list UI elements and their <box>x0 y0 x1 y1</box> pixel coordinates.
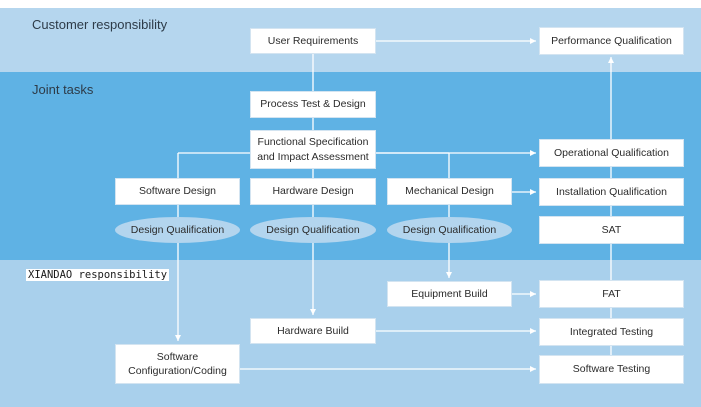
box-software-testing: Software Testing <box>539 355 684 384</box>
joint-band-label: Joint tasks <box>32 82 94 97</box>
box-mechanical-design: Mechanical Design <box>387 178 512 205</box>
pill-design-qualification-software: Design Qualification <box>115 217 240 243</box>
pill-design-qualification-hardware: Design Qualification <box>250 217 376 243</box>
box-hardware-design: Hardware Design <box>250 178 376 205</box>
box-sat: SAT <box>539 216 684 244</box>
box-performance-qualification: Performance Qualification <box>539 27 684 55</box>
box-integrated-testing: Integrated Testing <box>539 318 684 346</box>
box-software-configuration: Software Configuration/Coding <box>115 344 240 384</box>
xiandao-band-label: XIANDAO responsibility <box>26 269 170 281</box>
box-fat: FAT <box>539 280 684 308</box>
box-software-design: Software Design <box>115 178 240 205</box>
pill-design-qualification-mechanical: Design Qualification <box>387 217 512 243</box>
box-functional-specification: Functional Specification and Impact Asse… <box>250 130 376 169</box>
customer-band-label: Customer responsibility <box>32 17 168 32</box>
box-operational-qualification: Operational Qualification <box>539 139 684 167</box>
box-equipment-build: Equipment Build <box>387 281 512 307</box>
box-process-test-design: Process Test & Design <box>250 91 376 118</box>
box-hardware-build: Hardware Build <box>250 318 376 344</box>
box-installation-qualification: Installation Qualification <box>539 178 684 206</box>
box-user-requirements: User Requirements <box>250 28 376 54</box>
